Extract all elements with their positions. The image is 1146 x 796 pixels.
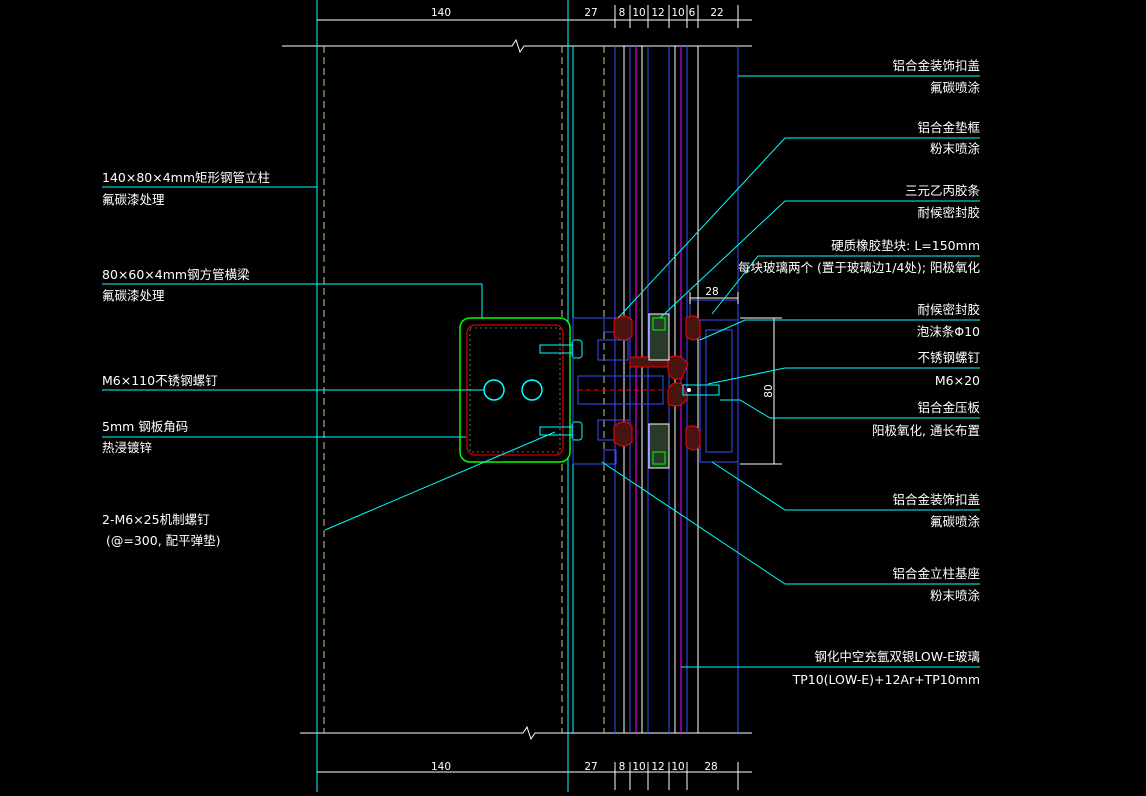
dim-bottom-4: 10 [632, 761, 645, 773]
label-machine-screw-spacing: (@=300, 配平弹垫) [106, 533, 221, 548]
gap-dimension [689, 292, 739, 304]
transom-bolts [539, 339, 583, 441]
label-sealant-1: 耐候密封胶 [917, 205, 980, 220]
label-cap-1: 铝合金装饰扣盖 [892, 58, 980, 73]
label-sub-frame-finish: 粉末喷涂 [930, 141, 981, 156]
dim-bottom-5: 12 [651, 761, 664, 773]
top-dimension-chain [316, 5, 752, 28]
label-glass-spec: TP10(LOW-E)+12Ar+TP10mm [792, 672, 980, 687]
label-sealant-2: 耐候密封胶 [917, 302, 980, 317]
label-pressure-plate-finish: 阳极氧化, 通长布置 [872, 423, 980, 438]
label-steel-column: 140×80×4mm矩形钢管立柱 [102, 170, 270, 185]
dim-top-6: 10 [671, 7, 684, 19]
labels-right: 铝合金装饰扣盖 氟碳喷涂 铝合金垫框 粉末喷涂 三元乙丙胶条 耐候密封胶 硬质橡… [738, 58, 981, 687]
label-cap-2-finish: 氟碳喷涂 [930, 514, 981, 529]
setting-blocks [648, 313, 670, 469]
label-ss-screw-size: M6×20 [935, 373, 980, 388]
dim-top-3: 8 [619, 7, 626, 19]
dim-bottom-1: 140 [431, 761, 451, 773]
aluminum-base-assembly [572, 299, 739, 465]
dim-gap: 28 [705, 286, 718, 298]
label-sub-frame: 铝合金垫框 [917, 120, 980, 135]
leader-lines [102, 75, 980, 668]
dim-bottom-2: 27 [584, 761, 597, 773]
label-cap-2: 铝合金装饰扣盖 [892, 492, 980, 507]
label-pressure-plate: 铝合金压板 [917, 400, 980, 415]
dim-top-7: 6 [689, 7, 696, 19]
label-steel-transom: 80×60×4mm钢方管横梁 [102, 267, 250, 282]
bottom-dimension-chain [316, 762, 752, 790]
label-angle-bracket: 5mm 钢板角码 [102, 419, 188, 434]
label-steel-transom-finish: 氟碳漆处理 [102, 288, 165, 303]
dim-top-8: 22 [710, 7, 723, 19]
label-mullion-base: 铝合金立柱基座 [892, 566, 980, 581]
dim-bottom-6: 10 [671, 761, 684, 773]
dim-height: 80 [763, 384, 775, 397]
labels-left: 140×80×4mm矩形钢管立柱 氟碳漆处理 80×60×4mm钢方管横梁 氟碳… [102, 170, 270, 548]
dim-bottom-3: 8 [619, 761, 626, 773]
label-epdm: 三元乙丙胶条 [905, 183, 981, 198]
label-m6-screw: M6×110不锈钢螺钉 [102, 373, 218, 388]
label-mullion-base-finish: 粉末喷涂 [930, 588, 981, 603]
height-dimension [740, 317, 782, 465]
dim-bottom-7: 28 [704, 761, 717, 773]
label-ss-screw: 不锈钢螺钉 [917, 350, 980, 365]
dim-top-2: 27 [584, 7, 597, 19]
label-angle-bracket-finish: 热浸镀锌 [102, 440, 152, 455]
label-machine-screw: 2-M6×25机制螺钉 [102, 512, 210, 527]
dim-top-1: 140 [431, 7, 451, 19]
dim-top-4: 10 [632, 7, 645, 19]
label-rubber-block-note: 每块玻璃两个 (置于玻璃边1/4处); 阳极氧化 [738, 260, 981, 275]
dim-top-5: 12 [651, 7, 664, 19]
label-cap-1-finish: 氟碳喷涂 [930, 80, 981, 95]
label-glass: 钢化中空充氩双银LOW-E玻璃 [814, 649, 980, 664]
label-foam-rod: 泡沫条Φ10 [917, 324, 980, 339]
center-screw [682, 384, 720, 396]
epdm-gaskets [613, 315, 701, 451]
label-steel-column-finish: 氟碳漆处理 [102, 192, 165, 207]
label-rubber-block: 硬质橡胶垫块: L=150mm [831, 238, 980, 253]
